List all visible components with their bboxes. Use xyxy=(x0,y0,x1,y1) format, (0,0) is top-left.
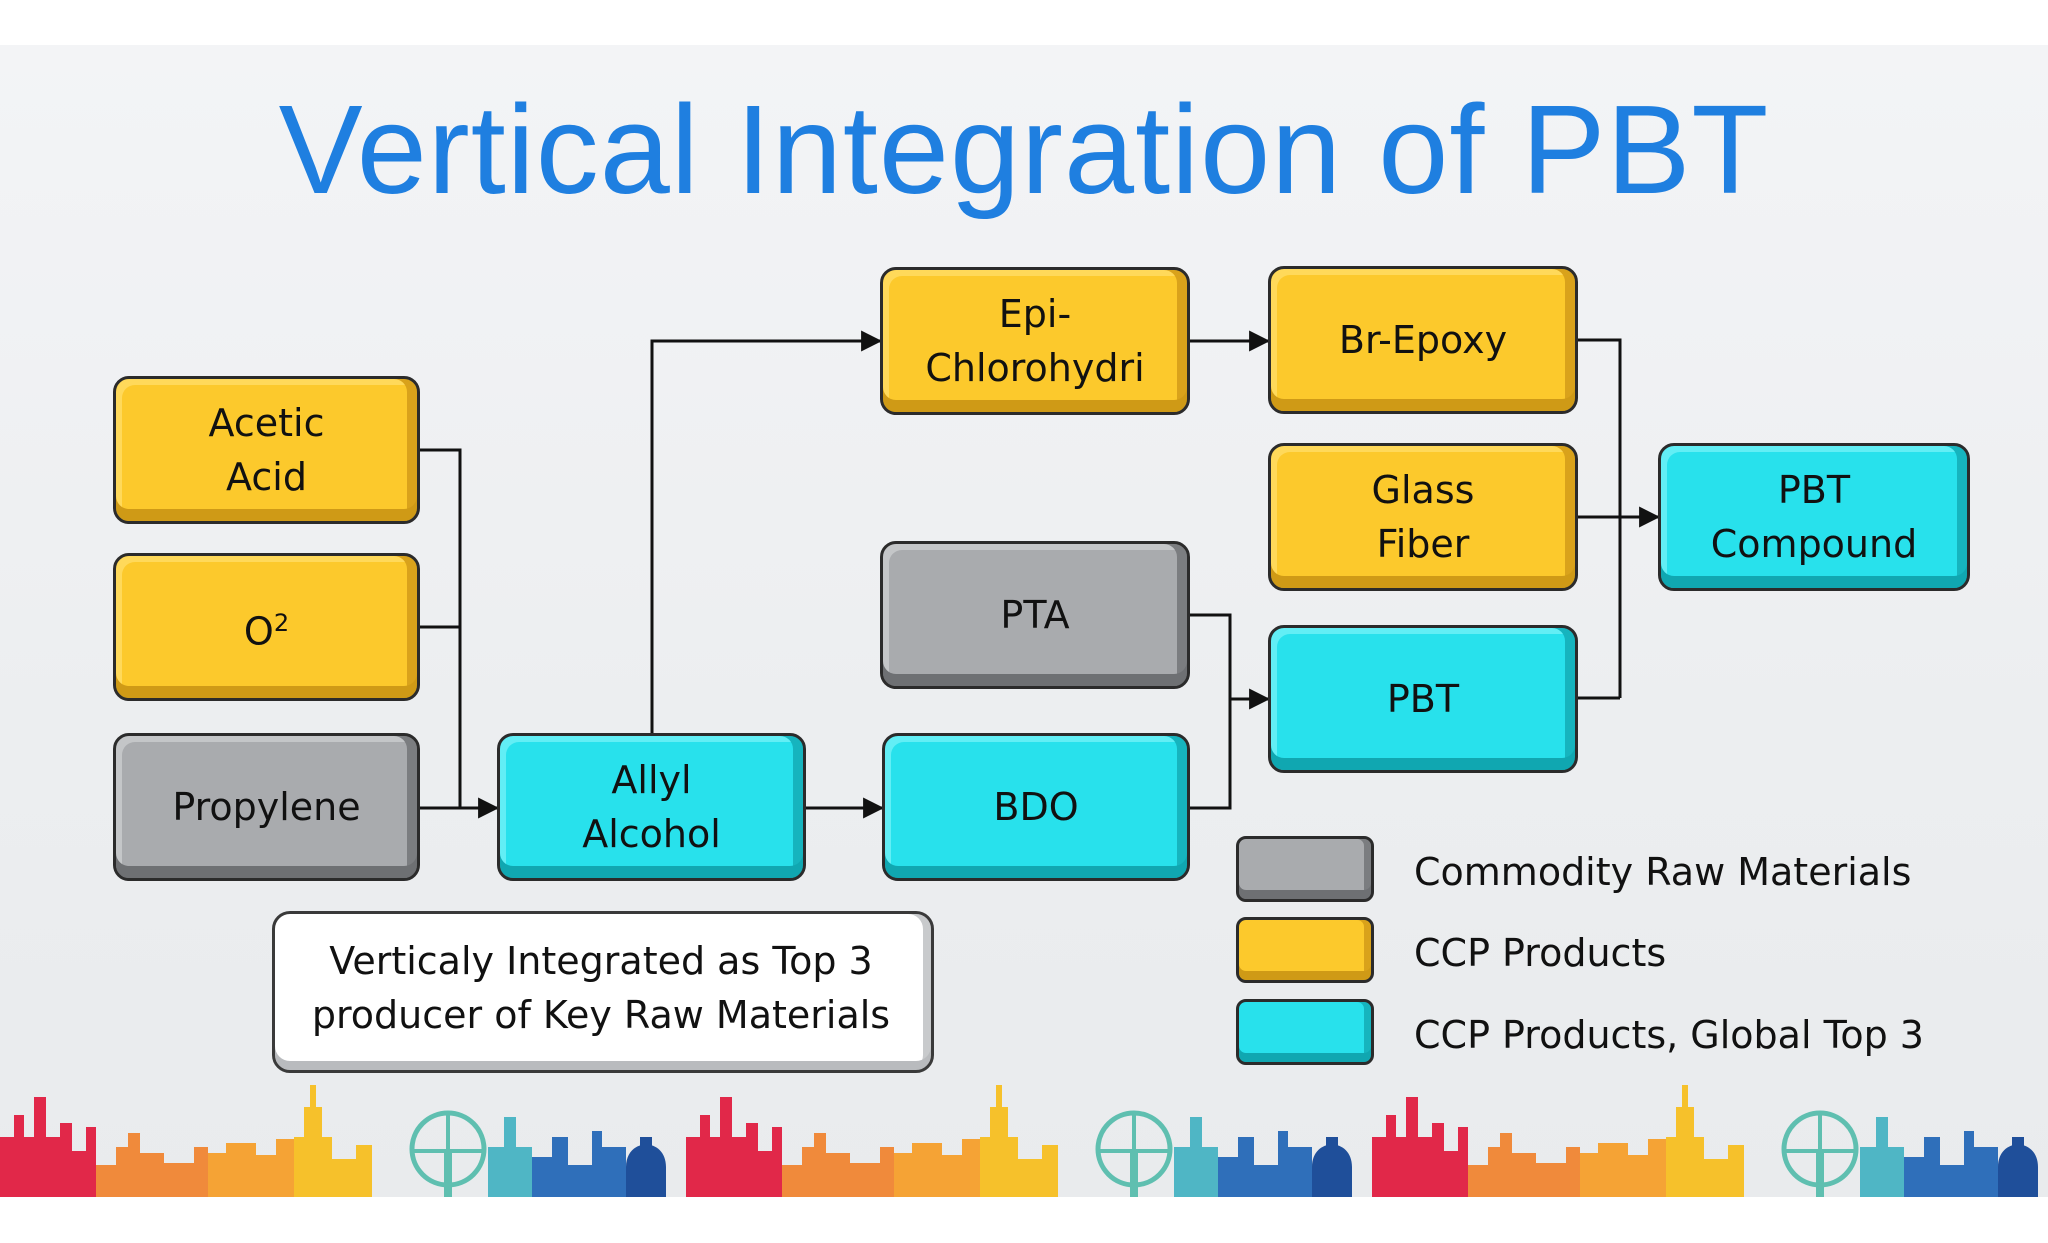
node-acetic-acid: Acetic Acid xyxy=(113,376,420,524)
page-title: Vertical Integration of PBT xyxy=(278,79,1770,220)
o2-superscript: 2 xyxy=(273,608,290,637)
node-label: PTA xyxy=(1000,593,1070,637)
legend-swatch-commodity xyxy=(1236,836,1374,902)
node-label: Epi- Chlorohydri xyxy=(925,292,1145,390)
flow-connectors xyxy=(420,330,1661,819)
connector-bdo xyxy=(1190,699,1232,810)
node-epichlorohydrin: Epi- Chlorohydri xyxy=(880,267,1190,415)
node-label: BDO xyxy=(993,785,1079,829)
node-label: Allyl Alcohol xyxy=(582,758,721,856)
node-label: PBT xyxy=(1386,677,1460,721)
node-bdo: BDO xyxy=(882,733,1190,881)
node-o2: O2 xyxy=(113,553,420,701)
legend-swatch-ccp-products xyxy=(1236,917,1374,983)
connector-acetic-acid xyxy=(420,448,462,808)
node-label: Acetic Acid xyxy=(208,401,325,499)
connector-allyl-to-epi xyxy=(650,330,883,733)
node-propylene: Propylene xyxy=(113,733,420,881)
legend-swatch-global-top3 xyxy=(1236,999,1374,1065)
node-label: Propylene xyxy=(172,785,361,829)
note-text: Verticaly Integrated as Top 3 producer o… xyxy=(311,939,891,1037)
node-allyl-alcohol: Allyl Alcohol xyxy=(497,733,806,881)
city-skyline-decoration xyxy=(0,1085,2038,1197)
skyline-segment-2 xyxy=(686,1085,1352,1197)
slide: Vertical Integration of PBT xyxy=(0,45,2048,1197)
node-pta: PTA xyxy=(880,541,1190,689)
node-label: Glass Fiber xyxy=(1371,468,1475,566)
legend-label-ccp-products: CCP Products xyxy=(1414,931,1667,975)
connector-pta xyxy=(1190,613,1232,699)
legend-label-commodity: Commodity Raw Materials xyxy=(1414,850,1912,894)
o2-base: O xyxy=(243,609,274,654)
node-label: O2 xyxy=(244,596,289,659)
node-label: Br-Epoxy xyxy=(1338,318,1508,362)
node-pbt: PBT xyxy=(1268,625,1578,773)
integration-note: Verticaly Integrated as Top 3 producer o… xyxy=(272,911,934,1073)
node-br-epoxy: Br-Epoxy xyxy=(1268,266,1578,414)
connector-brepoxy xyxy=(1578,338,1622,698)
legend-label-global-top3: CCP Products, Global Top 3 xyxy=(1414,1013,1924,1057)
node-pbt-compound: PBT Compound xyxy=(1658,443,1970,591)
node-glass-fiber: Glass Fiber xyxy=(1268,443,1578,591)
node-label: PBT Compound xyxy=(1710,468,1918,566)
skyline-segment-1 xyxy=(0,1085,666,1197)
skyline-segment-3 xyxy=(1372,1085,2038,1197)
